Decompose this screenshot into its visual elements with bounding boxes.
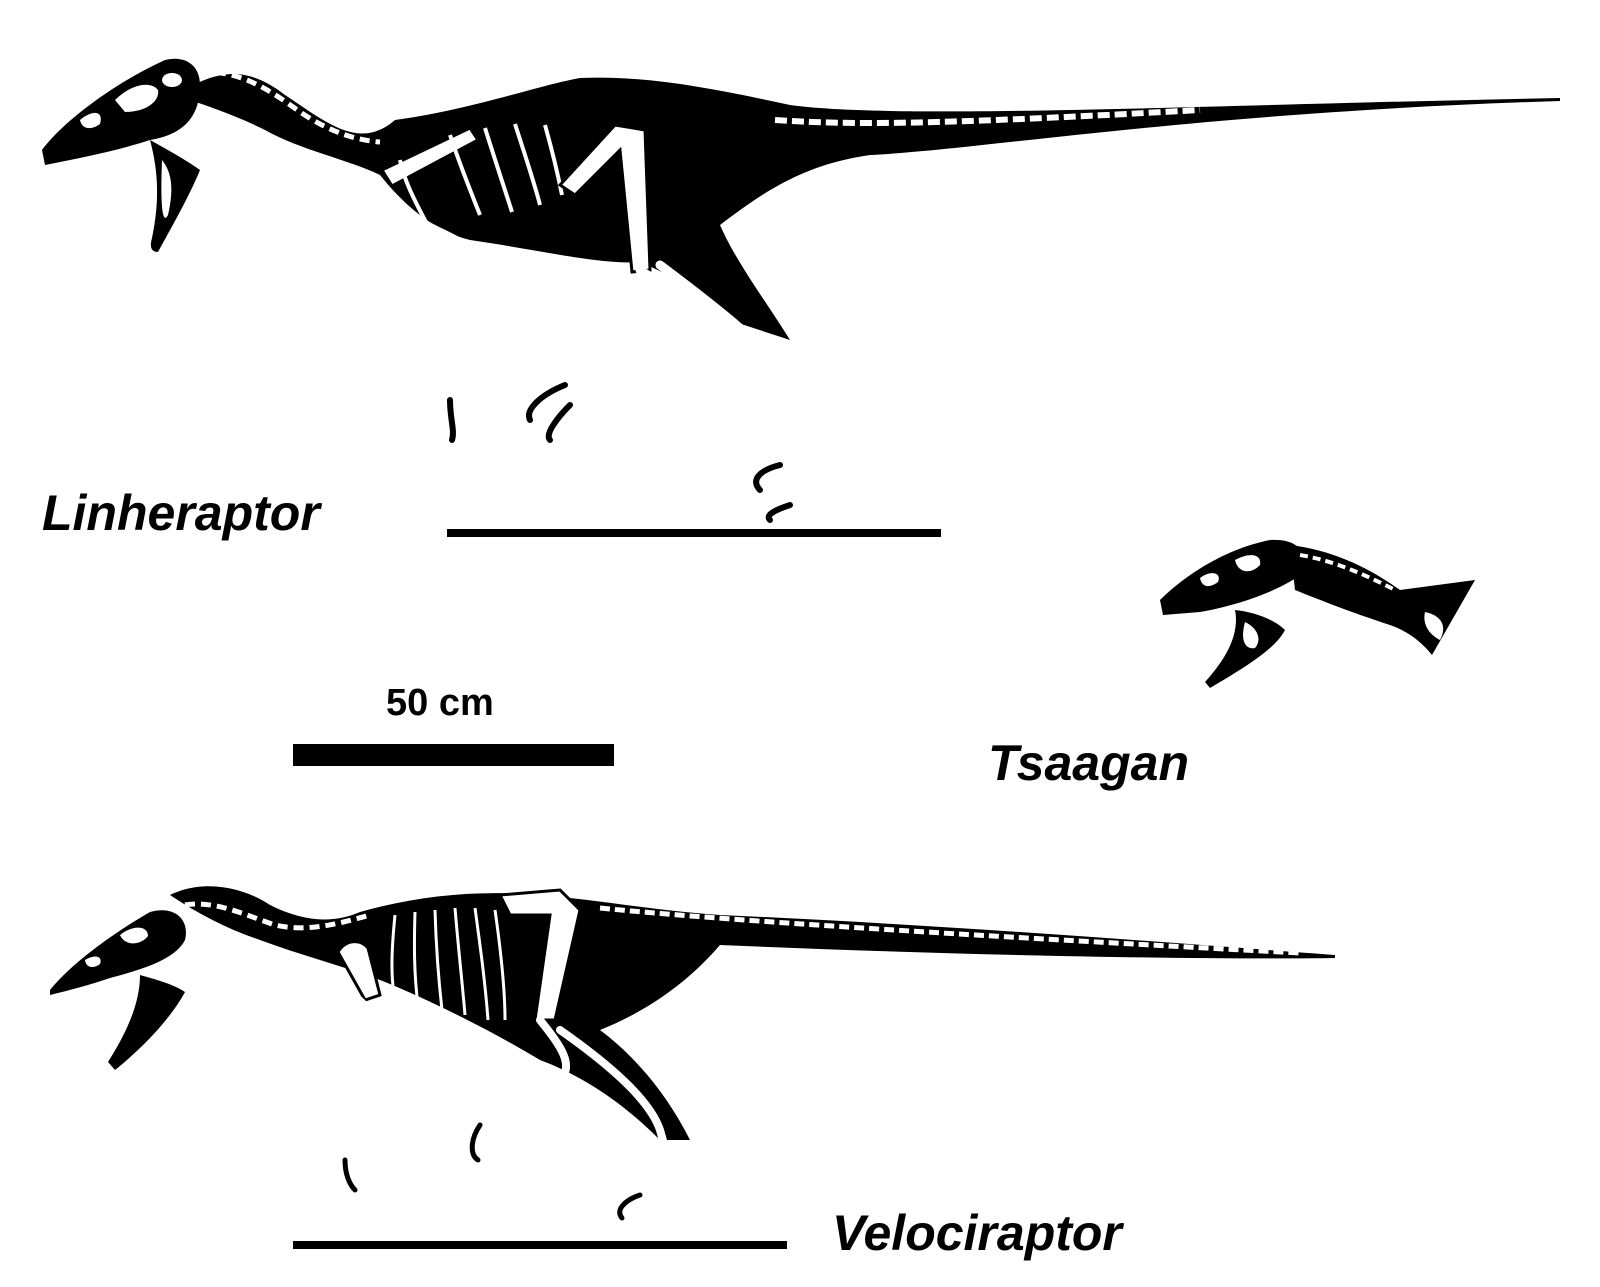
- label-linheraptor: Linheraptor: [42, 485, 320, 541]
- velociraptor-scale-bar: [293, 1241, 787, 1249]
- label-tsaagan: Tsaagan: [988, 735, 1190, 791]
- linheraptor-silhouette: [42, 58, 1560, 523]
- label-scale: 50 cm: [386, 682, 494, 724]
- label-velociraptor: Velociraptor: [832, 1205, 1122, 1261]
- tsaagan-skull-silhouette: [1160, 539, 1475, 688]
- scale-bar-50cm: [293, 744, 614, 766]
- linheraptor-scale-bar: [447, 529, 941, 537]
- velociraptor-silhouette: [50, 886, 1335, 1239]
